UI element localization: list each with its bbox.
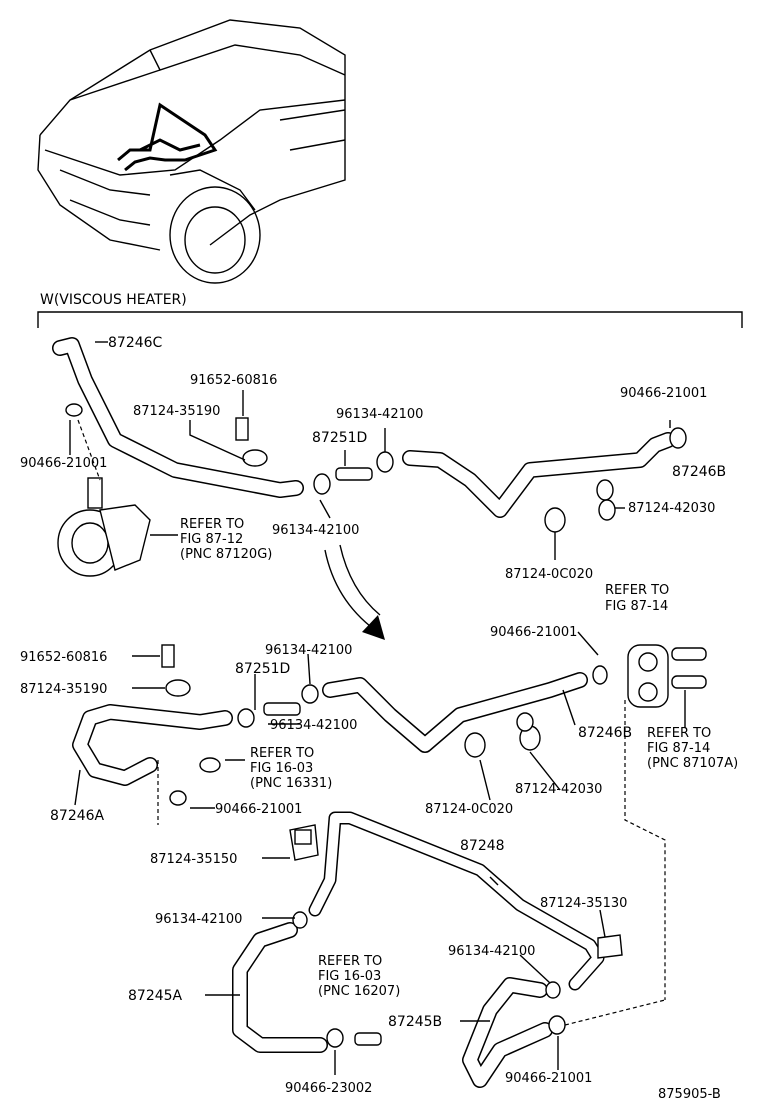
label-87245A: 87245A xyxy=(128,988,183,1004)
label-96134-low-right: 96134-42100 xyxy=(448,944,535,959)
label-87124-0C020-top: 87124-0C020 xyxy=(505,567,593,582)
label-87124-35190-top: 87124-35190 xyxy=(133,404,220,419)
label-87246B-top: 87246B xyxy=(672,464,726,480)
refer-fig-87-12-line2: FIG 87-12 xyxy=(180,532,243,547)
label-91652-mid: 91652-60816 xyxy=(20,650,107,665)
refer-fig-87-14-right-line1: REFER TO xyxy=(647,726,711,741)
label-87124-35190-mid: 87124-35190 xyxy=(20,682,107,697)
label-87124-42030-top: 87124-42030 xyxy=(628,501,715,516)
label-87246B-mid: 87246B xyxy=(578,725,632,741)
middle-assembly: REFER TO FIG 87-14 xyxy=(72,583,707,1000)
label-90466-left-top: 90466-21001 xyxy=(20,456,107,471)
refer-fig-87-12-line1: REFER TO xyxy=(180,517,244,532)
top-assembly xyxy=(52,337,687,640)
figure-id: 875905-B xyxy=(658,1087,721,1102)
refer-fig-87-14-line2: FIG 87-14 xyxy=(605,599,668,614)
refer-fig-16-03-b-line2: FIG 16-03 xyxy=(318,969,381,984)
label-96134-top-b: 96134-42100 xyxy=(272,523,359,538)
refer-fig-16-03-a-line3: (PNC 16331) xyxy=(250,776,332,791)
lower-assembly xyxy=(205,811,666,1088)
label-87251D-mid: 87251D xyxy=(235,661,290,677)
refer-fig-87-14-line1: REFER TO xyxy=(605,583,669,598)
refer-fig-16-03-a-line2: FIG 16-03 xyxy=(250,761,313,776)
label-87248: 87248 xyxy=(460,838,505,854)
label-96134-mid-b: 96134-42100 xyxy=(270,718,357,733)
label-90466-right-top: 90466-21001 xyxy=(620,386,707,401)
label-87124-35150: 87124-35150 xyxy=(150,852,237,867)
label-87245B: 87245B xyxy=(388,1014,442,1030)
section-title: W(VISCOUS HEATER) xyxy=(40,292,187,308)
vehicle-illustration xyxy=(37,19,346,284)
refer-fig-87-14-right-line2: FIG 87-14 xyxy=(647,741,710,756)
label-87246C: 87246C xyxy=(108,335,163,351)
refer-fig-16-03-b-line1: REFER TO xyxy=(318,954,382,969)
label-90466-23002: 90466-23002 xyxy=(285,1081,372,1096)
refer-fig-16-03-a-line1: REFER TO xyxy=(250,746,314,761)
label-91652-top: 91652-60816 xyxy=(190,373,277,388)
refer-fig-16-03-b-line3: (PNC 16207) xyxy=(318,984,400,999)
label-90466-bottom: 90466-21001 xyxy=(505,1071,592,1086)
refer-fig-87-12-line3: (PNC 87120G) xyxy=(180,547,272,562)
label-90466-mid: 90466-21001 xyxy=(490,625,577,640)
label-96134-top-a: 96134-42100 xyxy=(336,407,423,422)
refer-fig-87-14-right-line3: (PNC 87107A) xyxy=(647,756,738,771)
label-87246A: 87246A xyxy=(50,808,105,824)
label-87251D-top: 87251D xyxy=(312,430,367,446)
section-bracket xyxy=(37,311,743,328)
label-96134-low-left: 96134-42100 xyxy=(155,912,242,927)
label-87124-42030-mid: 87124-42030 xyxy=(515,782,602,797)
label-87124-35130: 87124-35130 xyxy=(540,896,627,911)
label-87124-0C020-mid: 87124-0C020 xyxy=(425,802,513,817)
label-90466-left-mid: 90466-21001 xyxy=(215,802,302,817)
label-96134-mid-a: 96134-42100 xyxy=(265,643,352,658)
